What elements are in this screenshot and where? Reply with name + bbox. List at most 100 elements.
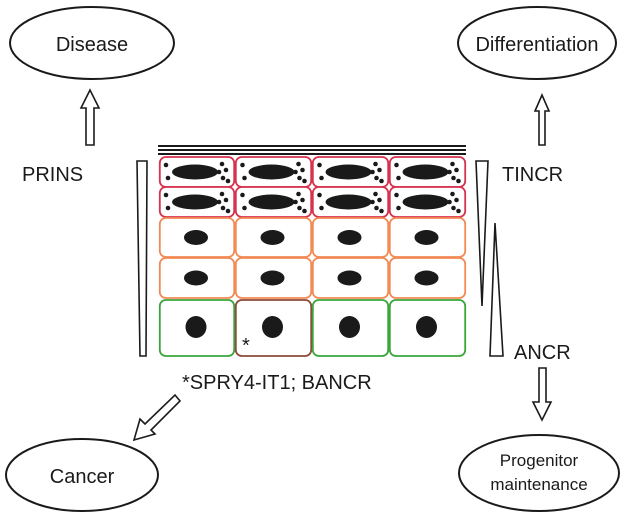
flattened-nucleus	[325, 164, 372, 180]
keratohyalin-granule	[225, 178, 231, 184]
arrow-to-cancer	[132, 393, 182, 442]
cell-granular	[158, 156, 236, 188]
keratohyalin-granule	[165, 205, 171, 211]
cell-granular	[234, 186, 313, 218]
cell-spinous	[388, 257, 467, 299]
keratohyalin-granule	[240, 192, 245, 198]
asterisk-marker: *	[242, 335, 250, 357]
keratohyalin-granule	[300, 167, 305, 173]
keratohyalin-granule	[456, 208, 461, 214]
keratohyalin-granule	[300, 197, 305, 203]
cell-granular	[388, 156, 467, 188]
cornified-layer	[158, 145, 466, 155]
differentiation-label: Differentiation	[475, 34, 598, 56]
keratohyalin-granule	[163, 192, 169, 198]
spry4-bancr-label: *SPRY4-IT1; BANCR	[182, 372, 372, 394]
cell-basal	[311, 299, 390, 357]
cell-nucleus	[185, 316, 207, 338]
cell-granular	[311, 186, 390, 218]
ancr-wedge	[489, 222, 504, 357]
keratohyalin-granule	[447, 199, 452, 205]
cell-nucleus	[337, 230, 362, 245]
keratohyalin-granule	[377, 197, 382, 203]
cell-grid	[158, 156, 467, 357]
cell-spinous	[311, 257, 390, 299]
cell-nucleus	[414, 230, 439, 245]
keratohyalin-granule	[223, 167, 229, 173]
keratohyalin-granule	[163, 162, 169, 168]
keratohyalin-granule	[394, 192, 399, 198]
cell-nucleus	[184, 230, 208, 245]
arrow-to-differentiation	[533, 93, 551, 146]
tincr-wedge	[475, 160, 489, 307]
keratohyalin-granule	[319, 175, 324, 181]
keratohyalin-granule	[450, 191, 455, 197]
differentiation-node: Differentiation	[457, 6, 617, 80]
keratohyalin-granule	[456, 178, 461, 184]
keratohyalin-granule	[379, 178, 384, 184]
keratohyalin-granule	[302, 208, 307, 214]
cell-nucleus	[260, 270, 285, 286]
keratohyalin-granule	[219, 161, 225, 167]
cell-nucleus	[337, 270, 362, 286]
cancer-node: Cancer	[5, 438, 159, 512]
flattened-nucleus	[325, 194, 372, 210]
tincr-label: TINCR	[502, 164, 563, 186]
progenitor-node: Progenitor maintenance	[458, 434, 620, 512]
prins-label: PRINS	[22, 164, 83, 186]
keratohyalin-granule	[373, 161, 378, 167]
keratohyalin-granule	[394, 162, 399, 168]
cell-spinous	[158, 217, 236, 258]
keratohyalin-granule	[374, 175, 379, 181]
flattened-nucleus	[172, 194, 218, 210]
keratohyalin-granule	[240, 162, 245, 168]
keratohyalin-granule	[225, 208, 231, 214]
keratohyalin-granule	[293, 169, 298, 175]
cell-basal	[158, 299, 236, 357]
progenitor-label-line2: maintenance	[490, 475, 587, 494]
keratohyalin-granule	[297, 205, 302, 211]
arrow-to-progenitor	[531, 367, 553, 422]
keratohyalin-granule	[319, 205, 324, 211]
keratohyalin-granule	[317, 192, 322, 198]
progenitor-label-line1: Progenitor	[500, 451, 579, 470]
keratohyalin-granule	[242, 175, 247, 181]
keratohyalin-granule	[370, 169, 375, 175]
keratohyalin-granule	[242, 205, 247, 211]
keratohyalin-granule	[223, 197, 229, 203]
keratohyalin-granule	[302, 178, 307, 184]
ancr-label: ANCR	[514, 342, 571, 364]
cell-granular	[158, 186, 236, 218]
keratohyalin-granule	[216, 199, 222, 205]
keratohyalin-granule	[165, 175, 171, 181]
cell-nucleus	[262, 316, 283, 338]
keratohyalin-granule	[219, 191, 225, 197]
keratohyalin-granule	[379, 208, 384, 214]
keratohyalin-granule	[293, 199, 298, 205]
keratohyalin-granule	[454, 197, 459, 203]
cell-spinous	[234, 217, 313, 258]
cell-basal	[388, 299, 467, 357]
keratohyalin-granule	[396, 205, 401, 211]
keratohyalin-granule	[373, 191, 378, 197]
disease-node: Disease	[9, 6, 175, 80]
cell-nucleus	[339, 316, 360, 338]
keratohyalin-granule	[296, 191, 301, 197]
keratohyalin-granule	[297, 175, 302, 181]
keratohyalin-granule	[454, 167, 459, 173]
flattened-nucleus	[402, 164, 449, 180]
keratohyalin-granule	[220, 175, 226, 181]
keratohyalin-granule	[296, 161, 301, 167]
cell-spinous	[311, 217, 390, 258]
cell-spinous	[158, 257, 236, 299]
flattened-nucleus	[248, 194, 295, 210]
keratohyalin-granule	[451, 205, 456, 211]
cell-basal	[234, 299, 313, 357]
flattened-nucleus	[402, 194, 449, 210]
cell-spinous	[234, 257, 313, 299]
cell-nucleus	[260, 230, 285, 245]
cell-granular	[388, 186, 467, 218]
keratohyalin-granule	[370, 199, 375, 205]
keratohyalin-granule	[447, 169, 452, 175]
